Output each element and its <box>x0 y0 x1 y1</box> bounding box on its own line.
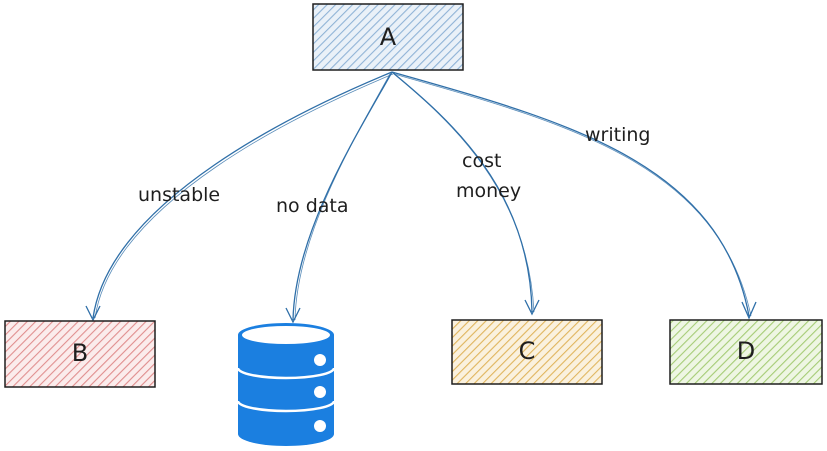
node-a-label: A <box>380 23 397 51</box>
node-c[interactable]: C <box>451 319 603 385</box>
node-b-label: B <box>72 339 88 367</box>
node-d[interactable]: D <box>669 319 823 385</box>
edge-label-unstable: unstable <box>138 184 220 206</box>
node-c-label: C <box>519 337 536 365</box>
database-icon[interactable] <box>236 323 336 446</box>
edge-a-to-c <box>391 71 540 316</box>
node-b[interactable]: B <box>4 320 156 388</box>
edge-a-to-database <box>285 71 393 324</box>
node-a[interactable]: A <box>312 3 464 71</box>
edge-label-cost: cost <box>462 150 501 172</box>
edge-label-money: money <box>456 180 521 202</box>
edge-label-writing: writing <box>585 124 650 146</box>
edge-a-to-d <box>391 71 757 320</box>
edge-a-to-b <box>85 71 394 322</box>
node-d-label: D <box>737 337 755 365</box>
edge-label-no-data: no data <box>276 195 349 217</box>
